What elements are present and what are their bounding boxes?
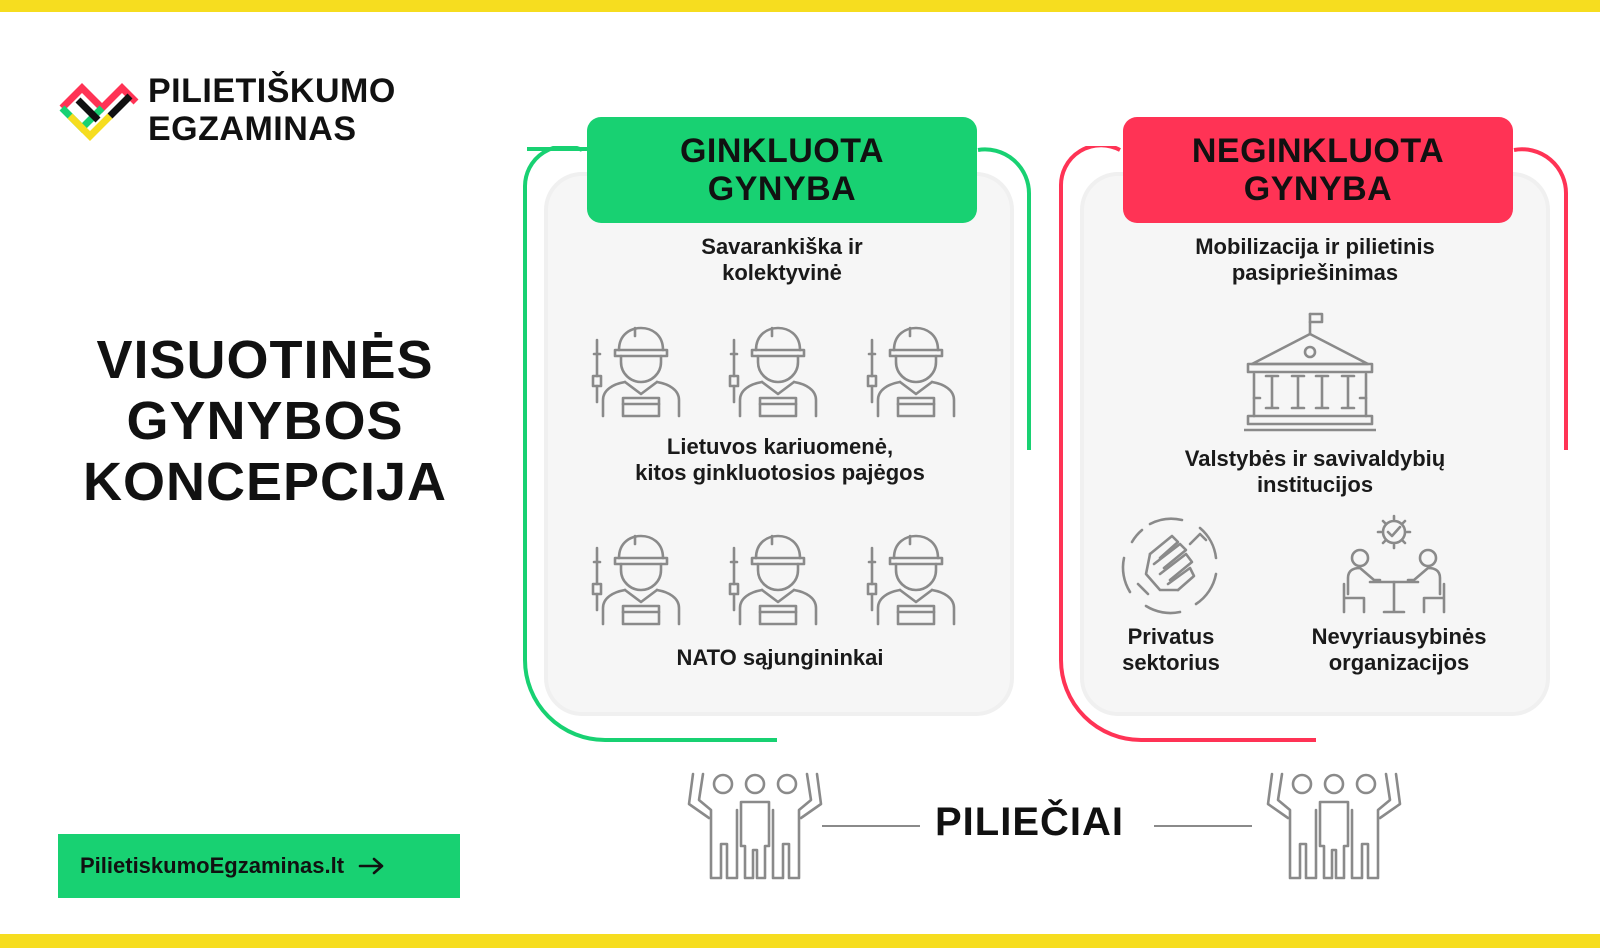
ngo-line-2: organizacijos bbox=[1328, 650, 1470, 675]
meeting-icon bbox=[1342, 514, 1446, 614]
handshake-icon bbox=[1121, 517, 1218, 615]
armed-group-1-line-1: Lietuvos kariuomenė, bbox=[666, 434, 894, 459]
soldier-icon bbox=[591, 534, 681, 626]
unarmed-defense-header: NEGINKLUOTA GYNYBA bbox=[1123, 117, 1513, 223]
soldier-icon bbox=[728, 534, 818, 626]
unarmed-subtitle: Mobilizacija ir pilietinis pasipriešinim… bbox=[1100, 234, 1530, 286]
soldier-icon bbox=[591, 326, 681, 418]
armed-defense-frame bbox=[523, 146, 1032, 742]
citizens-connector-left bbox=[822, 825, 920, 827]
government-building-icon bbox=[1244, 312, 1376, 432]
armed-defense-header: GINKLUOTA GYNYBA bbox=[587, 117, 977, 223]
armed-subtitle: Savarankiška ir kolektyvinė bbox=[590, 234, 974, 286]
citizens-label: PILIEČIAI bbox=[935, 800, 1125, 844]
brand-name: PILIETIŠKUMO EGZAMINAS bbox=[148, 72, 396, 148]
website-link-label: PilietiskumoEgzaminas.lt bbox=[80, 853, 345, 878]
armed-header-line-1: GINKLUOTA bbox=[679, 132, 885, 170]
armed-header-line-2: GYNYBA bbox=[707, 170, 857, 208]
soldier-icon bbox=[728, 326, 818, 418]
unarmed-subtitle-line-1: Mobilizacija ir pilietinis bbox=[1195, 234, 1435, 259]
brand-line-2: EGZAMINAS bbox=[148, 110, 357, 148]
unarmed-header-line-2: GYNYBA bbox=[1243, 170, 1393, 208]
armed-group-1-line-2: kitos ginkluotosios pajėgos bbox=[635, 460, 925, 485]
soldier-icon bbox=[866, 534, 956, 626]
unarmed-defense-frame bbox=[1058, 146, 1569, 742]
private-sector-line-2: sektorius bbox=[1122, 650, 1220, 675]
title-line-1: VISUOTINĖS bbox=[96, 330, 434, 390]
citizens-connector-right bbox=[1154, 825, 1252, 827]
top-accent-bar bbox=[0, 0, 1600, 12]
citizens-group-icon bbox=[1266, 772, 1402, 880]
armed-subtitle-line-1: Savarankiška ir bbox=[701, 234, 863, 259]
page-title: VISUOTINĖS GYNYBOS KONCEPCIJA bbox=[40, 330, 490, 513]
unarmed-header-line-1: NEGINKLUOTA bbox=[1191, 132, 1445, 170]
armed-group-2-label: NATO sąjungininkai bbox=[676, 645, 884, 670]
armed-subtitle-line-2: kolektyvinė bbox=[722, 260, 842, 285]
unarmed-subtitle-line-2: pasipriešinimas bbox=[1231, 260, 1399, 285]
private-sector-line-1: Privatus bbox=[1127, 624, 1215, 649]
institutions-label: Valstybės ir savivaldybių institucijos bbox=[1100, 446, 1530, 498]
unarmed-defense-panel bbox=[1084, 176, 1546, 712]
arrow-right-icon bbox=[358, 857, 384, 875]
brand-logo[interactable]: PILIETIŠKUMO EGZAMINAS bbox=[56, 72, 476, 152]
soldier-icon bbox=[866, 326, 956, 418]
ngo-line-1: Nevyriausybinės bbox=[1311, 624, 1487, 649]
brand-line-1: PILIETIŠKUMO bbox=[148, 72, 396, 110]
title-line-2: GYNYBOS bbox=[126, 391, 404, 451]
ngo-label: Nevyriausybinės organizacijos bbox=[1276, 624, 1522, 676]
institutions-line-1: Valstybės ir savivaldybių bbox=[1184, 446, 1446, 471]
private-sector-label: Privatus sektorius bbox=[1090, 624, 1252, 676]
website-link-button[interactable]: PilietiskumoEgzaminas.lt bbox=[58, 834, 460, 898]
title-line-3: KONCEPCIJA bbox=[82, 452, 448, 512]
brand-mark-icon bbox=[59, 83, 139, 141]
armed-group-1-label: Lietuvos kariuomenė, kitos ginkluotosios… bbox=[560, 434, 1000, 486]
institutions-line-2: institucijos bbox=[1256, 472, 1374, 497]
citizens-group-icon bbox=[687, 772, 823, 880]
bottom-accent-bar bbox=[0, 934, 1600, 948]
